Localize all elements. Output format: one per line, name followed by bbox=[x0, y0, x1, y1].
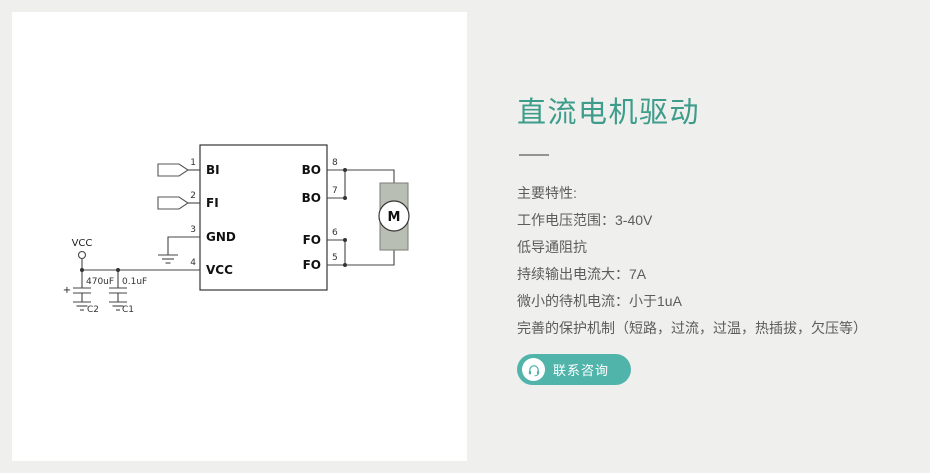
feature-list: 主要特性: 工作电压范围：3-40V 低导通阻抗 持续输出电流大：7A 微小的待… bbox=[517, 180, 912, 342]
pin-label-fo1: FO bbox=[303, 233, 321, 247]
feature-line: 微小的待机电流：小于1uA bbox=[517, 293, 682, 309]
contact-button[interactable]: 联系咨询 bbox=[517, 354, 632, 385]
schematic-wires bbox=[73, 144, 395, 311]
motor-label: M bbox=[388, 210, 401, 225]
pin-number-4: 4 bbox=[190, 258, 196, 268]
feature-line: 低导通阻抗 bbox=[517, 239, 587, 255]
c1-value-label: 0.1uF bbox=[122, 277, 147, 287]
page-title: 直流电机驱动 bbox=[517, 97, 701, 129]
circuit-schematic: M VCC 470uF + C2 0.1uF C1 1 2 3 4 BI FI … bbox=[63, 144, 410, 315]
pin-number-8: 8 bbox=[332, 158, 338, 168]
ic-chip-body bbox=[199, 144, 328, 291]
capacitor-c1-symbol bbox=[109, 270, 127, 311]
gnd-symbol bbox=[158, 236, 200, 264]
schematic-panel: M VCC 470uF + C2 0.1uF C1 1 2 3 4 BI FI … bbox=[12, 12, 467, 461]
pin-label-fi: FI bbox=[206, 196, 219, 210]
feature-line: 完善的保护机制（短路，过流，过温，热插拔，欠压等） bbox=[517, 320, 867, 336]
pin-label-bo2: BO bbox=[302, 191, 321, 205]
input-connector-bi-icon bbox=[157, 163, 189, 177]
pin-number-6: 6 bbox=[332, 228, 338, 238]
pin-number-7: 7 bbox=[332, 186, 338, 196]
capacitor-c2-symbol bbox=[73, 270, 91, 311]
pin-number-5: 5 bbox=[332, 253, 338, 263]
headset-icon bbox=[528, 364, 539, 376]
wire-junction-dots bbox=[80, 168, 347, 272]
pin-label-fo2: FO bbox=[303, 258, 321, 272]
title-divider bbox=[519, 154, 549, 156]
pin-number-3: 3 bbox=[190, 225, 196, 235]
pin-number-2: 2 bbox=[190, 191, 196, 201]
vcc-net-label: VCC bbox=[72, 238, 93, 249]
vcc-terminal-icon bbox=[77, 250, 87, 270]
c1-ref-label: C1 bbox=[122, 305, 134, 315]
c2-ref-label: C2 bbox=[87, 305, 99, 315]
pin-label-bo1: BO bbox=[302, 163, 321, 177]
feature-line: 主要特性: bbox=[517, 185, 577, 201]
pin-number-1: 1 bbox=[190, 158, 196, 168]
motor-symbol: M bbox=[378, 182, 410, 251]
input-connector-fi-icon bbox=[157, 196, 189, 210]
pin-label-gnd: GND bbox=[206, 230, 236, 244]
customer-service-icon bbox=[522, 358, 545, 381]
pin-label-bi: BI bbox=[206, 163, 220, 177]
c2-polarity-label: + bbox=[63, 285, 71, 296]
c2-value-label: 470uF bbox=[86, 277, 114, 287]
contact-button-label: 联系咨询 bbox=[553, 363, 610, 378]
feature-line: 工作电压范围：3-40V bbox=[517, 212, 653, 228]
feature-line: 持续输出电流大：7A bbox=[517, 266, 647, 282]
pin-label-vcc: VCC bbox=[206, 263, 233, 277]
product-info: 直流电机驱动 主要特性: 工作电压范围：3-40V 低导通阻抗 持续输出电流大：… bbox=[517, 97, 912, 385]
